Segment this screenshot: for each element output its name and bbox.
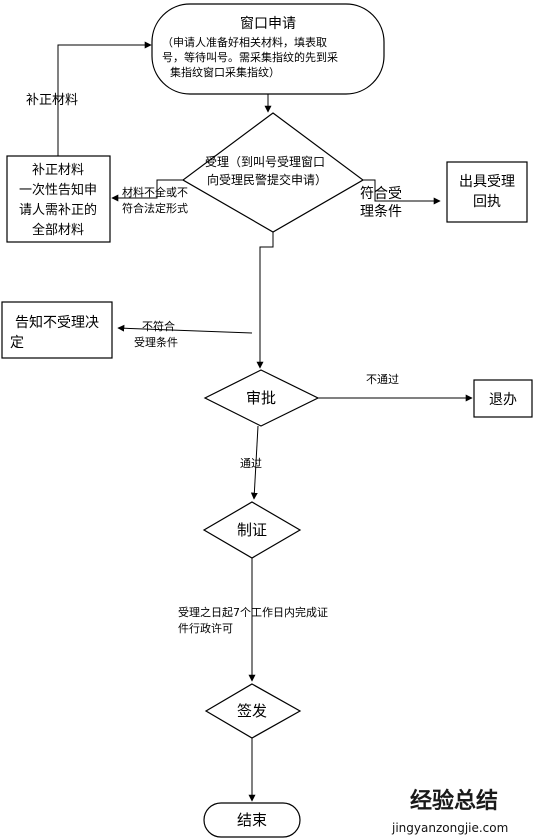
connector-supplement-start	[57, 41, 152, 156]
start-desc-1: （申请人准备好相关材料，填表取	[162, 35, 327, 49]
end-terminal	[203, 802, 301, 838]
refund-label: 退办	[489, 392, 517, 408]
connector-accept-supplement	[111, 179, 183, 202]
label-meets-2: 理条件	[360, 203, 402, 220]
supplement-box-line-2: 一次性告知申	[19, 182, 97, 198]
receipt-box	[446, 161, 528, 223]
supplement-box-line-3: 请人需补正的	[19, 202, 97, 218]
connector-accept-approve	[256, 232, 274, 369]
watermark-url: jingyanzongjie.com	[391, 821, 508, 835]
reject-box-line-2: 定	[10, 335, 24, 351]
connector-accept-receipt	[363, 179, 441, 205]
receipt-box-line-2: 回执	[473, 194, 501, 210]
label-pass: 通过	[240, 457, 262, 470]
approve-label: 审批	[246, 389, 276, 407]
issue-label: 签发	[237, 702, 267, 720]
label-not-meet-1: 不符合	[142, 319, 175, 333]
make-label: 制证	[237, 521, 267, 539]
start-desc-2: 号，等待叫号。需采集指纹的先到采	[162, 50, 338, 64]
label-deadline-2: 件行政许可	[178, 621, 233, 635]
supplement-box-line-1: 补正材料	[32, 163, 84, 178]
label-incomplete-2: 符合法定形式	[122, 201, 188, 215]
receipt-box-line-1: 出具受理	[459, 174, 515, 190]
connector-approve-make	[250, 425, 259, 500]
connector-not-meet-reject	[117, 324, 253, 334]
label-supplement-loop: 补正材料	[26, 93, 78, 108]
label-deadline-1: 受理之日起7个工作日内完成证	[178, 605, 328, 619]
watermark-logo-text: 经验总结	[410, 788, 498, 814]
refund-box	[473, 379, 533, 418]
supplement-box	[6, 155, 111, 243]
approve-decision	[203, 369, 320, 427]
reject-box	[1, 301, 113, 359]
supplement-box-line-4: 全部材料	[32, 222, 84, 238]
accept-text-1: 受理（到叫号受理窗口	[205, 155, 325, 169]
label-meets-1: 符合受	[360, 186, 402, 202]
end-label: 结束	[237, 811, 267, 829]
start-title: 窗口申请	[240, 15, 296, 32]
label-incomplete-1: 材料不全或不	[122, 185, 188, 199]
reject-box-line-1: 告知不受理决	[15, 314, 99, 331]
label-not-pass: 不通过	[366, 373, 399, 386]
label-not-meet-2: 受理条件	[134, 335, 178, 349]
accept-text-2: 向受理民警提交申请）	[207, 172, 327, 187]
start-desc-3: 集指纹窗口采集指纹）	[170, 65, 280, 79]
